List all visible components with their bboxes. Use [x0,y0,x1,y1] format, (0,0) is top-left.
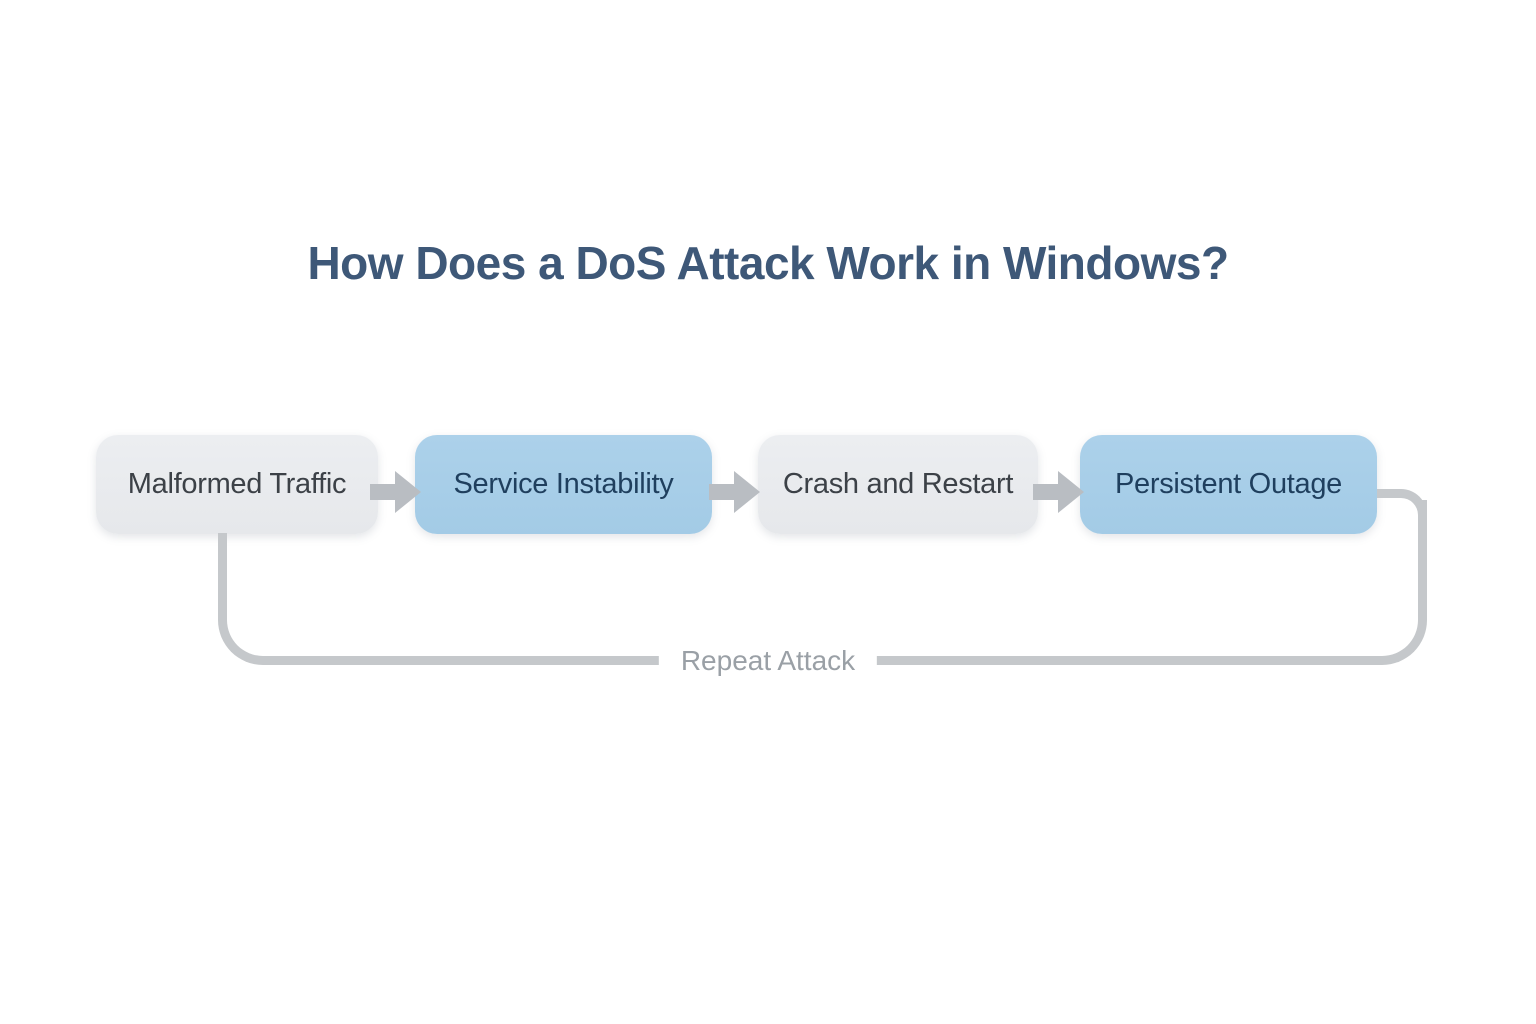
repeat-loop-right-segment [818,500,1427,665]
flow-step-persistent-outage: Persistent Outage [1080,435,1377,534]
arrow-right-icon [709,471,760,513]
flow-step-label: Crash and Restart [782,468,1014,500]
flow-step-label: Service Instability [453,468,674,500]
repeat-loop-top-right-corner [1377,489,1427,549]
arrow-right-icon [370,471,421,513]
page-title: How Does a DoS Attack Work in Windows? [307,237,1229,289]
flow-step-label: Persistent Outage [1114,468,1343,500]
flow-step-crash-and-restart: Crash and Restart [758,435,1038,534]
flow-step-label: Malformed Traffic [127,468,347,500]
flow-step-malformed-traffic: Malformed Traffic [96,435,378,534]
repeat-loop-left-segment [218,533,818,665]
arrow-right-icon [1033,471,1084,513]
flow-step-service-instability: Service Instability [415,435,712,534]
repeat-attack-label: Repeat Attack [658,643,878,679]
